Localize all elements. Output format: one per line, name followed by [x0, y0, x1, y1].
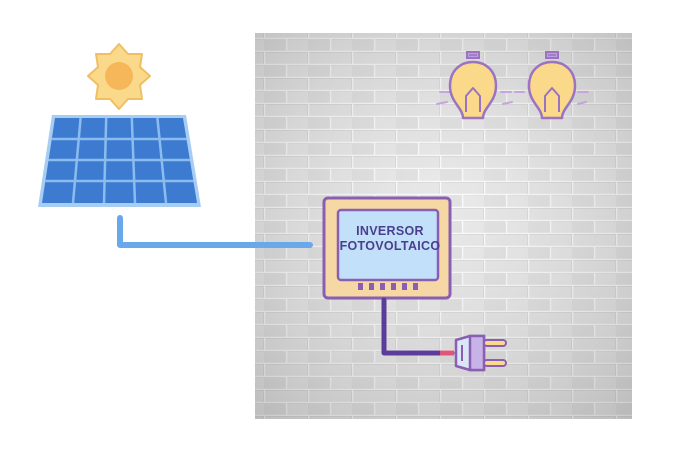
solar-panel-icon [38, 115, 201, 207]
inverter-label: INVERSOR FOTOVOLTAICO [338, 224, 442, 254]
sun-icon [87, 43, 151, 110]
light-bulb-icon [514, 51, 589, 120]
inverter-label-line1: INVERSOR [356, 224, 424, 238]
inverter-label-line2: FOTOVOLTAICO [339, 239, 441, 253]
light-bulb-icon [436, 51, 513, 120]
panel-to-inverter-cable [117, 215, 313, 248]
inverter-icon [322, 196, 452, 300]
inverter-to-plug-cable [381, 297, 455, 356]
power-plug-icon [454, 334, 507, 372]
